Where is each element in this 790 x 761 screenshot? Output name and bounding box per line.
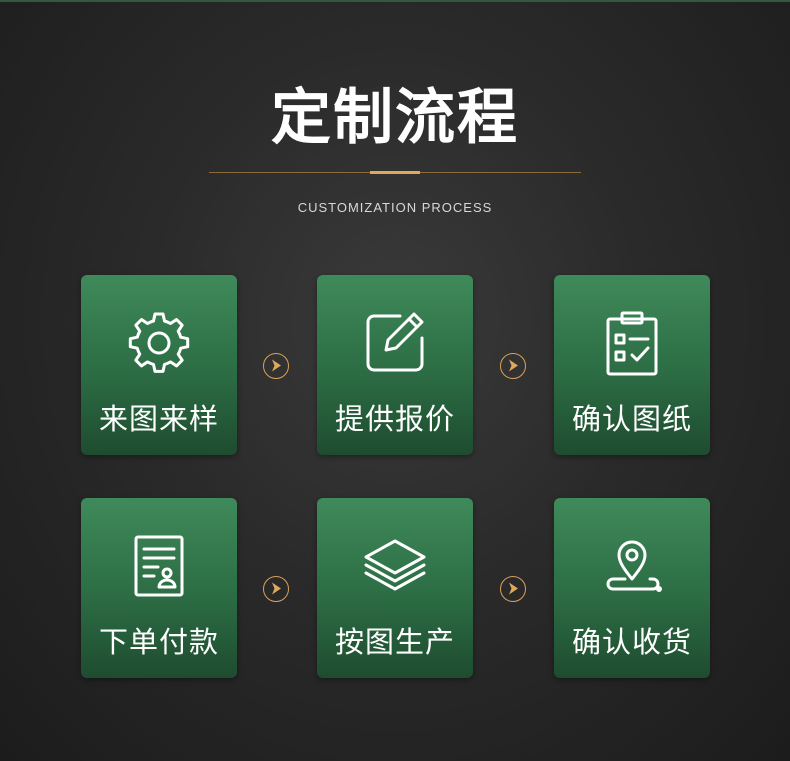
edit-icon <box>360 308 430 378</box>
step-card-3: 确认图纸 <box>554 275 710 455</box>
title-divider-accent <box>370 171 420 174</box>
arrow-right-icon <box>500 576 526 602</box>
location-route-icon <box>597 531 667 601</box>
page-title: 定制流程 <box>271 83 519 153</box>
step-card-5: 按图生产 <box>317 498 473 678</box>
step-card-1: 来图来样 <box>81 275 237 455</box>
step-label: 按图生产 <box>334 625 455 659</box>
step-card-2: 提供报价 <box>317 275 473 455</box>
clipboard-check-icon <box>597 308 667 378</box>
step-card-4: 下单付款 <box>81 498 237 678</box>
top-accent-line <box>0 0 790 2</box>
layers-icon <box>360 531 430 601</box>
step-label: 确认图纸 <box>571 402 692 436</box>
step-card-6: 确认收货 <box>554 498 710 678</box>
gear-icon <box>124 308 194 378</box>
step-label: 来图来样 <box>98 402 219 436</box>
arrow-right-icon <box>500 353 526 379</box>
step-label: 提供报价 <box>334 402 455 436</box>
step-label: 确认收货 <box>571 625 692 659</box>
document-person-icon <box>124 531 194 601</box>
arrow-right-icon <box>263 353 289 379</box>
page-subtitle: CUSTOMIZATION PROCESS <box>297 200 493 215</box>
step-label: 下单付款 <box>98 625 219 659</box>
arrow-right-icon <box>263 576 289 602</box>
